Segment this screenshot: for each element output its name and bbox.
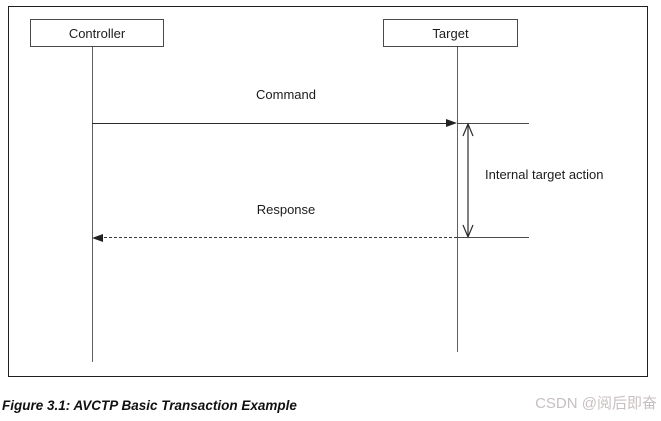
message-label-command: Command [256,87,316,102]
figure-caption: Figure 3.1: AVCTP Basic Transaction Exam… [2,398,297,413]
command-arrow-line [92,123,450,124]
lifeline-controller [92,47,93,362]
response-arrow-line [99,237,457,238]
target-extension-line-lower [457,237,529,238]
target-extension-line-upper [457,123,529,124]
actor-label-target: Target [432,25,469,41]
diagram-frame [8,6,648,377]
response-arrowhead-icon [92,234,103,242]
lifeline-target [457,47,458,352]
message-label-response: Response [256,202,316,217]
command-arrowhead-icon [446,119,457,127]
internal-action-label: Internal target action [485,167,604,182]
actor-box-controller: Controller [30,19,164,47]
actor-label-controller: Controller [68,25,126,41]
csdn-watermark: CSDN @阅后即奋 [535,395,657,412]
internal-action-double-arrow-icon [462,122,474,239]
actor-box-target: Target [383,19,518,47]
